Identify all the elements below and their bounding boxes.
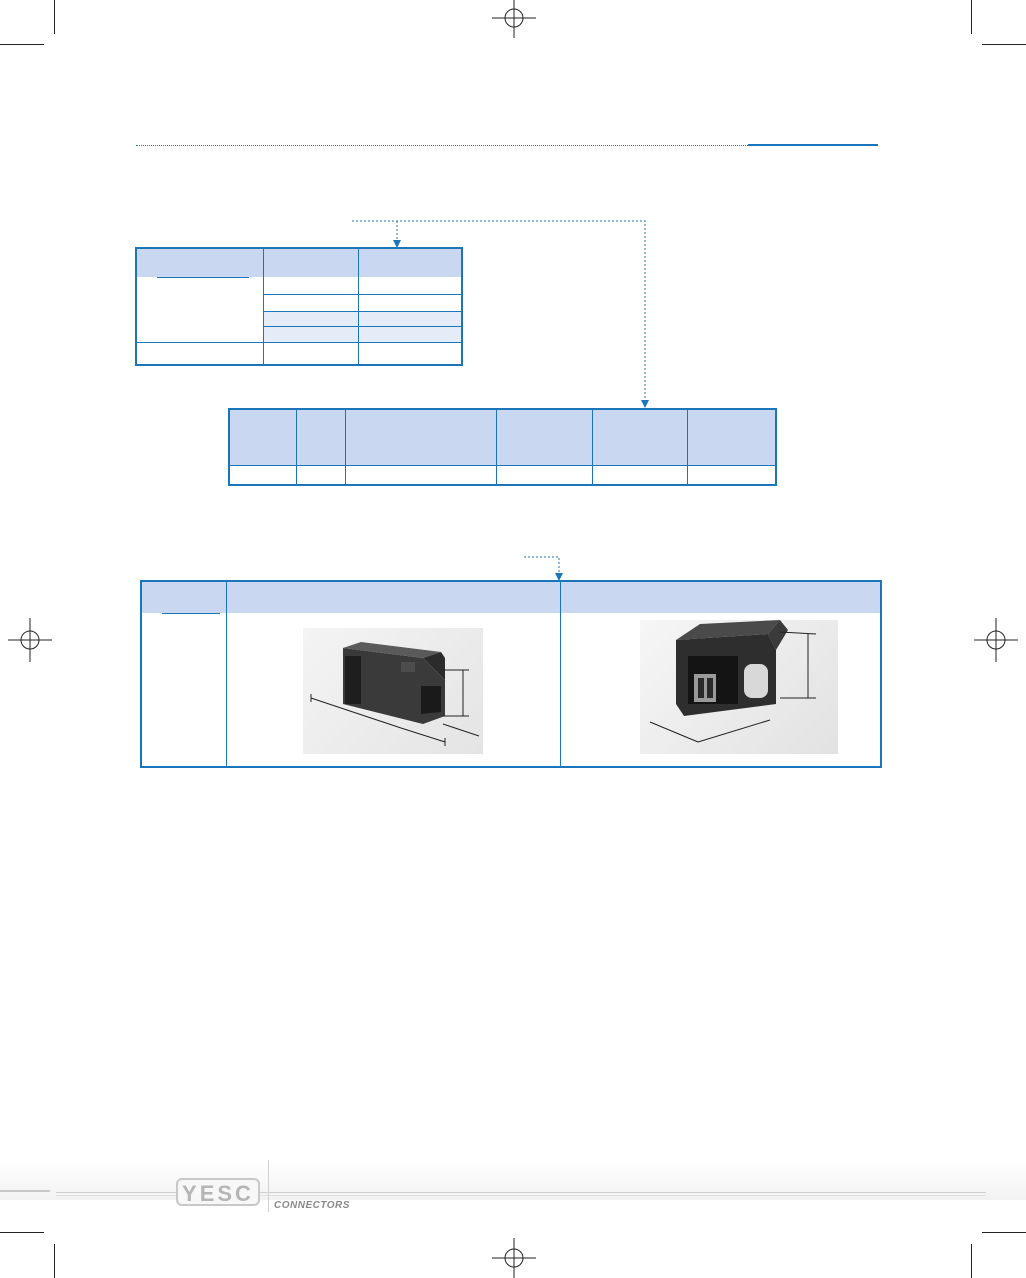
crop-mark bbox=[54, 0, 55, 34]
header-rule-dotted bbox=[136, 145, 748, 146]
table1-cell bbox=[358, 294, 462, 312]
table1-cell bbox=[358, 311, 462, 327]
table1-group-cell bbox=[136, 277, 264, 342]
table1-cell bbox=[263, 294, 359, 312]
table1-cell bbox=[136, 341, 264, 365]
product-table-cell bbox=[141, 613, 227, 767]
logo-tagline: CONNECTORS bbox=[274, 1200, 350, 1211]
header-rule-solid bbox=[748, 144, 878, 146]
footer-rule bbox=[56, 1195, 986, 1196]
registration-mark-top bbox=[492, 0, 536, 38]
product-table-header-cell bbox=[560, 581, 881, 613]
table1-cell bbox=[263, 311, 359, 327]
table1-cell bbox=[358, 277, 462, 295]
crop-mark bbox=[0, 44, 44, 45]
connector-plug-drawing bbox=[310, 642, 480, 746]
table2-header-cell bbox=[345, 409, 497, 465]
connector-housing-photo bbox=[640, 620, 838, 754]
table2-header-cell bbox=[592, 409, 688, 465]
company-logo: YESC bbox=[176, 1178, 260, 1206]
registration-mark-left bbox=[8, 618, 52, 662]
table2-header-cell bbox=[496, 409, 593, 465]
registration-mark-bottom bbox=[492, 1238, 536, 1278]
table1-cell bbox=[263, 277, 359, 295]
table2-cell bbox=[229, 464, 297, 485]
table2-cell bbox=[496, 464, 593, 485]
product-table-header-cell bbox=[226, 581, 561, 613]
table2-header-cell bbox=[229, 409, 297, 465]
table1-header-cell bbox=[263, 248, 359, 277]
table2-cell bbox=[296, 464, 346, 485]
spec-table-1 bbox=[135, 247, 463, 366]
crop-mark bbox=[54, 1244, 55, 1278]
crop-mark bbox=[982, 44, 1026, 45]
table2-cell bbox=[687, 464, 776, 485]
table1-header-cell bbox=[136, 248, 264, 277]
table1-header-cell bbox=[358, 248, 462, 277]
crop-mark bbox=[982, 1232, 1026, 1233]
table1-cell bbox=[359, 342, 463, 365]
registration-mark-right bbox=[974, 618, 1018, 662]
footer-rule-left bbox=[0, 1190, 50, 1192]
connector-plug-photo bbox=[303, 628, 483, 754]
footer-band bbox=[0, 1160, 1026, 1200]
table2-cell bbox=[345, 464, 497, 485]
table2-cell bbox=[592, 464, 688, 485]
table1-cell bbox=[358, 326, 462, 343]
crop-mark bbox=[0, 1232, 44, 1233]
footer-rule bbox=[56, 1192, 986, 1193]
table2-header-cell bbox=[296, 409, 346, 465]
table2-header-cell bbox=[687, 409, 776, 465]
table1-cell bbox=[263, 326, 359, 343]
spec-table-2 bbox=[228, 408, 777, 486]
footer-divider bbox=[268, 1160, 269, 1212]
crop-mark bbox=[971, 0, 972, 34]
connector-housing-drawing bbox=[649, 620, 817, 743]
table1-cell bbox=[263, 342, 359, 365]
product-table-header-cell bbox=[141, 581, 227, 613]
crop-mark bbox=[971, 1244, 972, 1278]
